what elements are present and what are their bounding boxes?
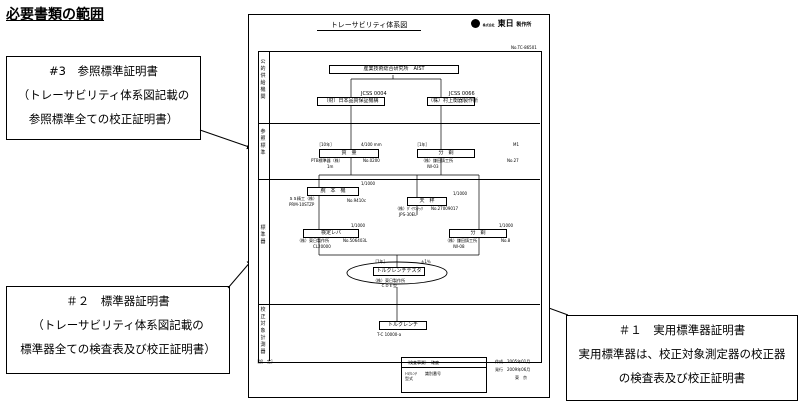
callout-2-line3: 標準器全ての検査表及び校正証明書）: [20, 342, 216, 356]
company-logo: 株式会社 東日 製作所: [471, 18, 531, 29]
note-w2-model: IW-08: [453, 244, 465, 249]
callout-2-line1: ＃２ 標準器証明書: [66, 294, 170, 308]
footer-box-title: （検査事業） 確度: [402, 358, 486, 368]
note-tw-model: T-C 10000-a: [377, 332, 402, 337]
page-title: 必要書類の範囲: [6, 7, 104, 23]
logo-mark-icon: [471, 19, 480, 28]
note-n1: PTB標準器（株）: [311, 158, 343, 163]
note-val1: 4/100 mm: [361, 142, 382, 147]
footer-created: 作成 2005年01月: [495, 359, 531, 364]
note-jcss2: JCSS 0066: [449, 91, 475, 97]
note-bal-model: JPS-30EL: [399, 212, 417, 217]
note-n2b: IW-03: [427, 164, 439, 169]
note-ratio1: 1/1000: [361, 181, 376, 186]
node-aist: 産業技術総合研究所 AIST: [329, 65, 459, 74]
section-label-reference: 参照標準: [260, 129, 266, 156]
note-arm-maker: ＳＳ精工（株）: [289, 196, 317, 201]
note-lev-model: CL20000: [313, 244, 331, 249]
note-lev-maker: （株）東日製作所: [297, 238, 329, 243]
logo-small: 株式会社: [482, 23, 495, 27]
traceability-sheet: トレーサビリティ体系図 株式会社 東日 製作所 No.TC-86501 公的供給…: [248, 14, 550, 398]
node-arm: 腕 本 機: [307, 187, 359, 196]
node-torque-tester: トルクレンチテスタ: [373, 267, 425, 276]
footer-box-row: ﾄﾙｸﾚﾝﾁ 識別番号: [405, 371, 441, 376]
footer-box-row2: 型式: [405, 376, 413, 381]
note-no2: No.27: [507, 158, 519, 163]
note-tt-model: ＣＤＥ型: [381, 283, 397, 288]
note-lev-no: No.506403L: [343, 238, 368, 243]
callout-reference-standard: #3 参照標準証明書 （トレーサビリティ体系図記載の 参照標準全ての校正証明書）: [6, 56, 201, 140]
section-divider-3: [258, 304, 540, 305]
logo-main: 東日: [497, 19, 514, 28]
note-arm-no: No.9410c: [347, 198, 367, 203]
note-ratio4: 1/1000: [499, 223, 514, 228]
label-column-divider: [269, 51, 270, 361]
note-n1b: 1m: [327, 164, 334, 169]
note-ratio3: 1/1000: [351, 223, 366, 228]
section-label-target: 校正対象計測器: [260, 307, 266, 355]
note-w2-maker: （株）鎌田鋳工所: [445, 238, 477, 243]
sheet-header: トレーサビリティ体系図: [317, 20, 421, 31]
section-divider-1: [258, 123, 540, 124]
section-label-standard: 標準器: [260, 225, 266, 245]
note-ratio2: 1/1000: [453, 191, 468, 196]
note-bal-maker: （株）ﾀﾞｲﾜﾝﾃｯｸ: [395, 206, 423, 211]
note-w2-no: No.8: [501, 238, 511, 243]
node-weight2: 分 銅: [449, 229, 507, 238]
note-val2: M1: [513, 142, 519, 147]
note-arm-model: PRM-10STZP: [289, 202, 315, 207]
note-y1: ［1年］: [373, 259, 388, 264]
diagram-frame: [258, 51, 542, 363]
callout-3-line3: 参照標準全ての校正証明書）: [28, 112, 179, 126]
footer-issued: 発行 2009年06月: [495, 367, 531, 372]
section-label-public: 公的供給機関: [260, 59, 266, 100]
note-jcss1: JCSS 0004: [361, 91, 387, 97]
note-tt-ratio: ±1％: [421, 259, 431, 264]
node-jqa: （財）日本品質保証機構: [317, 97, 385, 106]
callout-working-standard: ＃１ 実用標準器証明書 実用標準器は、校正対象測定器の校正器 の検査表及び校正証…: [566, 315, 798, 401]
callout-1-line3: の検査表及び校正証明書: [618, 371, 746, 385]
note-tt-maker: （株）東日製作所: [373, 278, 405, 283]
doc-number: No.TC-86501: [511, 45, 537, 50]
footer-stamp: 東 京: [515, 375, 527, 380]
section-divider-2: [258, 179, 540, 180]
note-y10: ［10年］: [317, 142, 335, 147]
footer-setting: ［設 定］: [255, 359, 275, 364]
node-lever: 検定レバ: [303, 229, 359, 238]
node-mass: 質 量: [319, 149, 379, 158]
node-torque-wrench: トルクレンチ: [379, 321, 427, 330]
note-n2: （株）鎌田鋳工所: [421, 158, 453, 163]
callout-3-line1: #3 参照標準証明書: [49, 64, 158, 78]
node-weight-ref: 分 銅: [417, 149, 475, 158]
diagram-connectors: [318, 75, 480, 321]
node-balance: 天 秤: [407, 197, 447, 206]
node-murakami: （株）村上衡器製作所: [427, 97, 479, 106]
callout-1-line1: ＃１ 実用標準器証明書: [618, 323, 746, 337]
note-bal-no: No.27009017: [431, 206, 458, 211]
callout-standard-device: ＃２ 標準器証明書 （トレーサビリティ体系図記載の 標準器全ての検査表及び校正証…: [6, 286, 230, 374]
footer-inspection-box: （検査事業） 確度 ﾄﾙｸﾚﾝﾁ 識別番号 型式: [401, 357, 487, 393]
callout-2-line2: （トレーサビリティ体系図記載の: [32, 318, 204, 332]
logo-suffix: 製作所: [516, 22, 532, 28]
note-y1a: ［1年］: [415, 142, 430, 147]
callout-3-line2: （トレーサビリティ体系図記載の: [17, 88, 190, 102]
note-no1: No.0200: [363, 158, 380, 163]
callout-1-line2: 実用標準器は、校正対象測定器の校正器: [578, 347, 786, 361]
